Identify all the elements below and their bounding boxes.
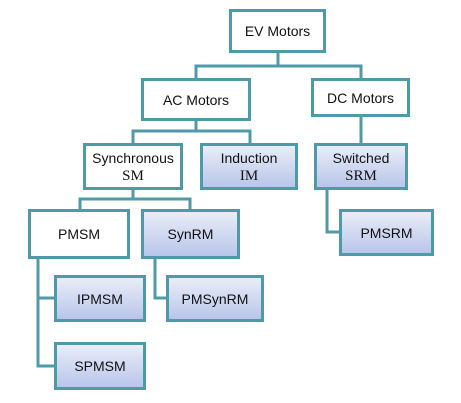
node-pmsm-label: PMSM (58, 226, 100, 242)
node-synrm-label: SynRM (167, 226, 214, 242)
node-induction-im: Induction IM (200, 143, 298, 190)
node-pmsrm: PMSRM (339, 209, 434, 256)
node-spmsm-label: SPMSM (74, 358, 126, 374)
node-ipmsm: IPMSM (54, 275, 146, 322)
connector-synrm-pmsynrm (153, 257, 168, 300)
node-pmsm: PMSM (28, 209, 130, 259)
connector-sm-split (78, 188, 192, 211)
node-synrm: SynRM (141, 209, 240, 259)
node-im-abbrev: IM (239, 167, 259, 184)
node-ac-motors: AC Motors (141, 78, 251, 121)
node-sm-abbrev: SM (122, 167, 144, 184)
node-synchronous-sm: Synchronous SM (83, 143, 183, 190)
node-ac-motors-label: AC Motors (162, 91, 230, 108)
node-dc-motors-label: DC Motors (327, 89, 394, 106)
node-switched-label: Switched (332, 149, 390, 166)
node-ipmsm-label: IPMSM (77, 290, 123, 307)
node-synchronous-label: Synchronous (92, 149, 174, 166)
node-ev-motors: EV Motors (229, 9, 326, 53)
node-pmsrm-label: PMSRM (360, 224, 413, 241)
connector-pmsm-ipmsm-spmsm (36, 257, 56, 368)
node-pmsynrm-label: PMSynRM (181, 290, 249, 307)
node-srm-abbrev: SRM (345, 167, 377, 184)
connector-srm-pmsrm (325, 188, 341, 234)
node-dc-motors: DC Motors (311, 78, 410, 117)
node-ev-motors-label: EV Motors (244, 23, 311, 39)
node-spmsm: SPMSM (54, 342, 146, 390)
node-pmsynrm: PMSynRM (166, 275, 264, 322)
connector-ac-split (131, 119, 252, 145)
connector-ev-split (194, 51, 363, 80)
node-switched-srm: Switched SRM (314, 143, 408, 190)
node-induction-label: Induction (220, 149, 278, 166)
